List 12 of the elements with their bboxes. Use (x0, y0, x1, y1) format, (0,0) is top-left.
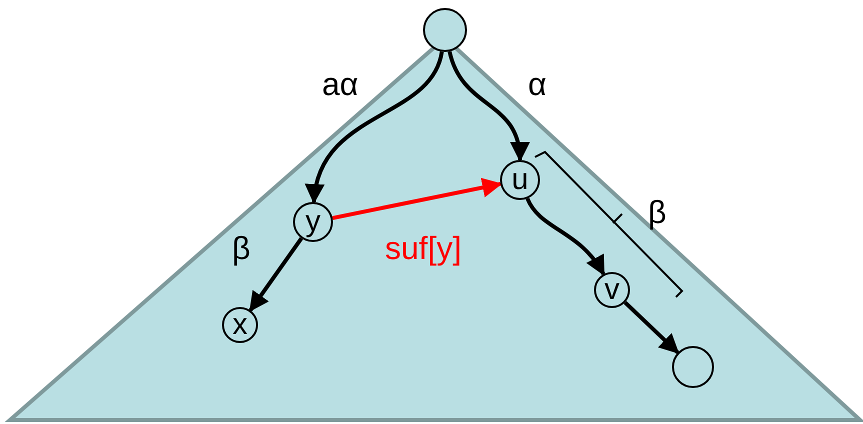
bracket-label: β (648, 196, 666, 228)
edge-label: β (232, 232, 250, 264)
edge-label: suf[y] (385, 232, 462, 264)
arrow (624, 300, 680, 354)
arrow (248, 237, 304, 312)
tree-node (423, 8, 467, 52)
arrow (526, 198, 606, 276)
arrow (332, 178, 502, 220)
edge-label: α (528, 68, 546, 100)
arrow (306, 51, 444, 204)
edge-label: aα (322, 68, 358, 100)
arrow (448, 50, 528, 162)
